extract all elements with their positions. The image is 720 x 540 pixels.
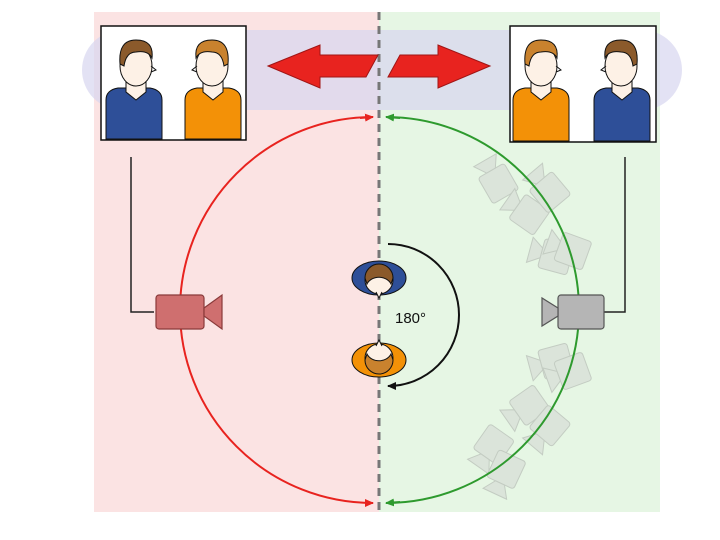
person-orange-icon — [184, 39, 242, 140]
rotation-arc — [387, 243, 460, 390]
right-camera-connector — [604, 157, 626, 313]
person-blue-icon — [105, 39, 163, 140]
green-arc-top-arrow — [385, 113, 401, 122]
angle-label: 180° — [395, 310, 426, 327]
left-camera-connector — [130, 157, 154, 313]
person-blue-icon — [593, 39, 651, 142]
person-blue-topdown — [351, 260, 407, 300]
double-headed-broken-arrow-icon — [266, 44, 492, 89]
right-camera-icon — [541, 294, 605, 330]
right-frame — [509, 25, 657, 143]
left-frame — [100, 25, 247, 141]
person-orange-icon — [512, 39, 570, 142]
person-orange-topdown — [351, 338, 407, 378]
green-arc-bottom-arrow — [385, 498, 401, 507]
red-arc-top-arrow — [359, 113, 374, 122]
